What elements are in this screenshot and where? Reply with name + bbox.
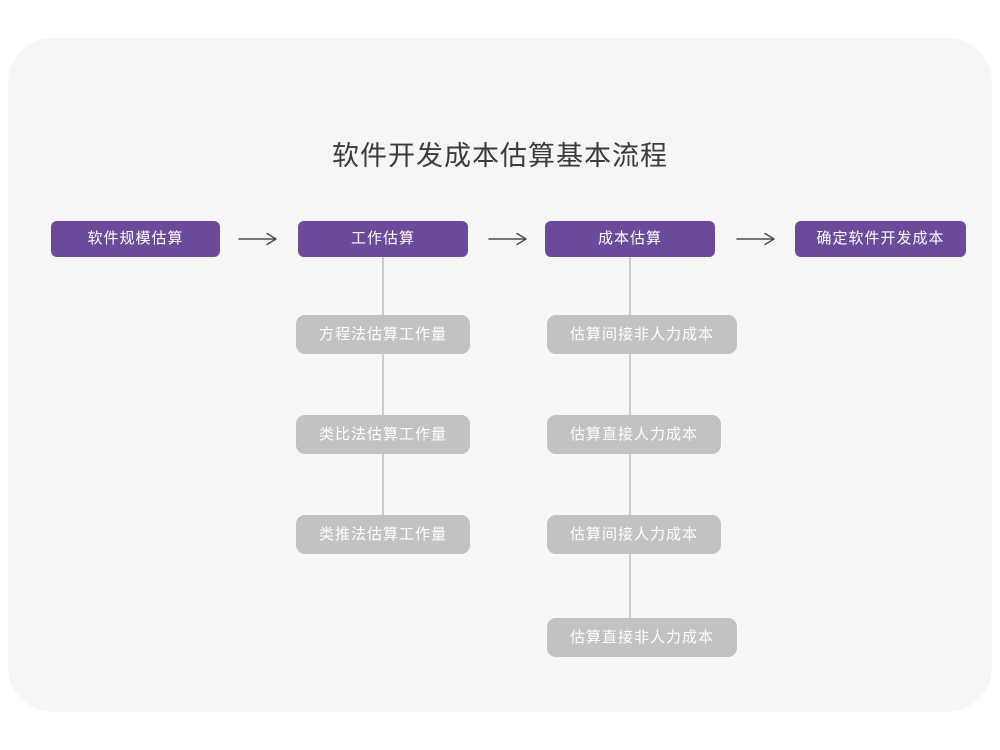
substep-box-indirect-labor-cost: 估算间接人力成本 [547, 515, 722, 554]
step-label: 工作估算 [350, 230, 415, 247]
step-box-work-estimation: 工作估算 [298, 221, 468, 257]
step-label: 成本估算 [597, 230, 662, 247]
substep-box-equation-method: 方程法估算工作量 [295, 315, 471, 354]
step-label: 软件规模估算 [87, 230, 184, 247]
step-box-software-scale-estimation: 软件规模估算 [51, 221, 220, 257]
substep-box-analogy-method: 类比法估算工作量 [295, 415, 471, 454]
connector-line-work-estimation [382, 257, 384, 518]
arrow-right-icon [736, 232, 775, 246]
substep-box-indirect-nonlabor-cost: 估算间接非人力成本 [547, 315, 738, 354]
substep-box-extrapolation-method: 类推法估算工作量 [295, 515, 471, 554]
step-label: 确定软件开发成本 [816, 230, 945, 247]
step-box-determine-dev-cost: 确定软件开发成本 [795, 221, 966, 257]
arrow-right-icon [238, 232, 277, 246]
substep-box-direct-nonlabor-cost: 估算直接非人力成本 [547, 618, 738, 657]
page-title: 软件开发成本估算基本流程 [332, 141, 668, 171]
step-box-cost-estimation: 成本估算 [545, 221, 715, 257]
arrow-right-icon [488, 232, 527, 246]
substep-box-direct-labor-cost: 估算直接人力成本 [547, 415, 722, 454]
flowchart-card: 软件开发成本估算基本流程 软件规模估算 工作估算 成本估算 确定软件开发成本 方… [8, 38, 992, 712]
